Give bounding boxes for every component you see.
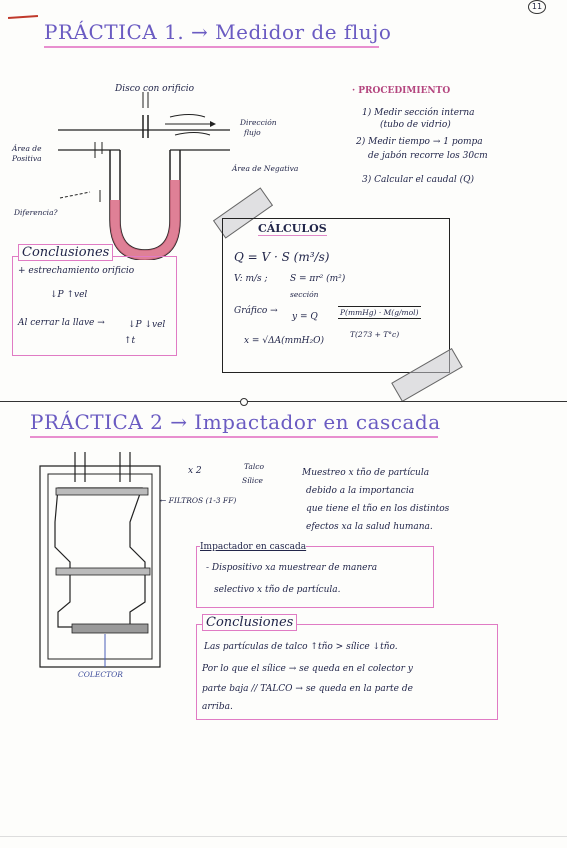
description-line-1: Muestreo x tño de partícula [302, 468, 430, 478]
title-underline-2 [30, 436, 438, 438]
talco-label: Talco [244, 462, 265, 471]
conclusiones-2-box [196, 624, 498, 720]
direction-label-1: Dirección [240, 118, 277, 127]
title-underline-1 [44, 46, 379, 48]
calculos-box [222, 218, 450, 373]
procedure-step-3: 3) Calcular el caudal (Q) [362, 175, 475, 185]
practica-1-title: PRÁCTICA 1. → Medidor de flujo [44, 20, 392, 44]
conclusion-1-line-5: ↑t [124, 336, 136, 346]
impactador-line-2: selectivo x tño de partícula. [214, 585, 341, 595]
area-pos-label-2: Positiva [12, 154, 42, 163]
sqrt-denominator: T(273 + T°c) [350, 330, 400, 339]
calculos-heading: CÁLCULOS [258, 222, 327, 236]
description-line-4: efectos xa la salud humana. [306, 522, 433, 532]
seccion-label: sección [290, 290, 319, 299]
conclusion-2-line-3: parte baja // TALCO → se queda en la par… [202, 684, 413, 694]
cascade-impactor-diagram [39, 452, 161, 668]
procedure-step-2b: de jabón recorre los 30cm [368, 151, 488, 161]
x2-label: x 2 [188, 466, 202, 476]
y-formula: y = Q [292, 312, 318, 322]
page-number: 11 [528, 0, 546, 14]
procedure-heading: · PROCEDIMIENTO [352, 86, 451, 96]
disk-label: Disco con orificio [115, 84, 195, 94]
procedure-step-1: 1) Medir sección interna [362, 108, 475, 118]
formula-q: Q = V · S (m³/s) [234, 250, 330, 264]
x-formula: x = √ΔA(mmH₂O) [244, 336, 324, 346]
flow-meter-diagram [58, 92, 230, 260]
section-divider [0, 401, 567, 403]
scan-edge [0, 836, 567, 837]
area-neg-label: Área de Negativa [232, 164, 299, 173]
conclusion-1-line-1: + estrechamiento orificio [18, 266, 135, 276]
procedure-step-1b: (tubo de vidrio) [380, 120, 451, 130]
impactador-box [196, 546, 434, 608]
practica-2-title: PRÁCTICA 2 → Impactador en cascada [30, 410, 441, 434]
corner-mark [7, 14, 39, 20]
description-line-2: debido a la importancia [306, 486, 415, 496]
difference-label: Diferencia? [14, 208, 58, 217]
description-line-3: que tiene el tño en los distintos [306, 504, 450, 514]
impactador-line-1: - Dispositivo xa muestrear de manera [206, 563, 378, 573]
v-units: V: m/s ; [234, 274, 268, 284]
filters-label: ← FILTROS (1-3 FF) [160, 496, 237, 505]
collector-label: COLECTOR [78, 670, 123, 679]
conclusion-1-line-4: ↓P ↓vel [128, 320, 166, 330]
conclusion-1-line-3: Al cerrar la llave → [18, 318, 105, 328]
s-formula: S = πr² (m²) [290, 274, 346, 284]
area-pos-label-1: Área de [12, 144, 42, 153]
conclusion-2-line-4: arriba. [202, 702, 233, 712]
sqrt-numerator: P(mmHg) · M(g/mol) [338, 306, 421, 319]
conclusiones-1-heading: Conclusiones [18, 244, 114, 261]
conclusiones-2-heading: Conclusiones [202, 614, 298, 631]
grafico-label: Gráfico → [234, 306, 278, 316]
procedure-step-2: 2) Medir tiempo → 1 pompa [356, 137, 483, 147]
conclusion-2-line-1: Las partículas de talco ↑tño > sílice ↓t… [204, 642, 398, 652]
direction-label-2: flujo [244, 128, 261, 137]
impactador-heading: Impactador en cascada [200, 542, 307, 552]
conclusion-2-line-2: Por lo que el sílice → se queda en el co… [202, 664, 413, 674]
conclusion-1-line-2: ↓P ↑vel [50, 290, 88, 300]
divider-dot [240, 398, 248, 406]
silice-label: Sílice [242, 476, 263, 485]
